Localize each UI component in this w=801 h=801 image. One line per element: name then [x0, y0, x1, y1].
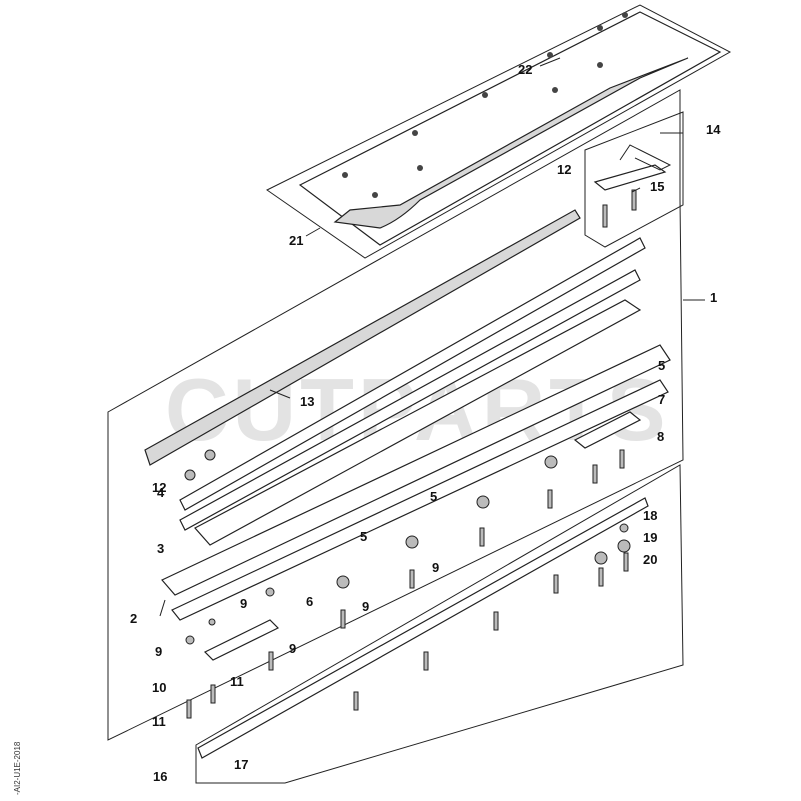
frame-16	[195, 464, 684, 784]
callout-18: 18	[643, 508, 657, 523]
callout-12-a: 12	[557, 162, 571, 177]
callout-5-a: 5	[658, 358, 665, 373]
callout-16: 16	[153, 769, 167, 784]
bolts	[186, 449, 629, 719]
drawing-code: -AI2-U1E-2018	[13, 741, 22, 795]
callout-9-a: 9	[432, 560, 439, 575]
callout-9-d: 9	[155, 644, 162, 659]
callout-3: 3	[157, 541, 164, 556]
frame-1	[107, 89, 684, 741]
callout-6: 6	[306, 594, 313, 609]
callout-10: 10	[152, 680, 166, 695]
callout-14: 14	[706, 122, 721, 137]
callout-20: 20	[643, 552, 657, 567]
callout-21: 21	[289, 233, 303, 248]
callout-9-e: 9	[289, 641, 296, 656]
part-10-plate	[203, 619, 280, 661]
callout-8: 8	[657, 429, 664, 444]
part-13-strip	[144, 209, 581, 466]
callout-5-c: 5	[360, 529, 367, 544]
callout-7: 7	[658, 392, 665, 407]
leader-lines	[159, 57, 705, 617]
callout-5-b: 5	[430, 489, 437, 504]
part-21-guard	[333, 57, 689, 229]
part-22-holes	[342, 12, 628, 198]
callout-19: 19	[643, 530, 657, 545]
callout-15: 15	[650, 179, 664, 194]
callout-11-b: 11	[152, 714, 166, 729]
part-2-blade	[161, 344, 671, 596]
part-14-clip	[619, 144, 672, 171]
frame-14	[584, 111, 684, 248]
part-16-rail	[197, 497, 649, 759]
callout-22: 22	[518, 62, 532, 77]
callout-1: 1	[710, 290, 717, 305]
washers-and-nuts	[184, 449, 631, 645]
callout-2: 2	[130, 611, 137, 626]
callout-17: 17	[234, 757, 248, 772]
frame-22	[266, 4, 732, 259]
part-14-bracket	[593, 164, 667, 191]
callout-9-b: 9	[362, 599, 369, 614]
callout-9-c: 9	[240, 596, 247, 611]
part-4-bar	[179, 237, 646, 511]
callout-13: 13	[300, 394, 314, 409]
part-2-blade-lower	[171, 379, 669, 621]
part-7-plate	[573, 411, 642, 449]
callout-labels: 1 2 3 4 5 5 5 6 7 8 9 9 9 9 9 10 11 11 1…	[130, 62, 721, 784]
callout-12-b: 12	[152, 480, 166, 495]
part-3-bar	[179, 269, 641, 531]
part-blade-upper	[194, 299, 642, 546]
callout-4: 4	[157, 485, 165, 500]
part-15-screws	[602, 189, 637, 228]
callout-11-a: 11	[230, 674, 244, 689]
